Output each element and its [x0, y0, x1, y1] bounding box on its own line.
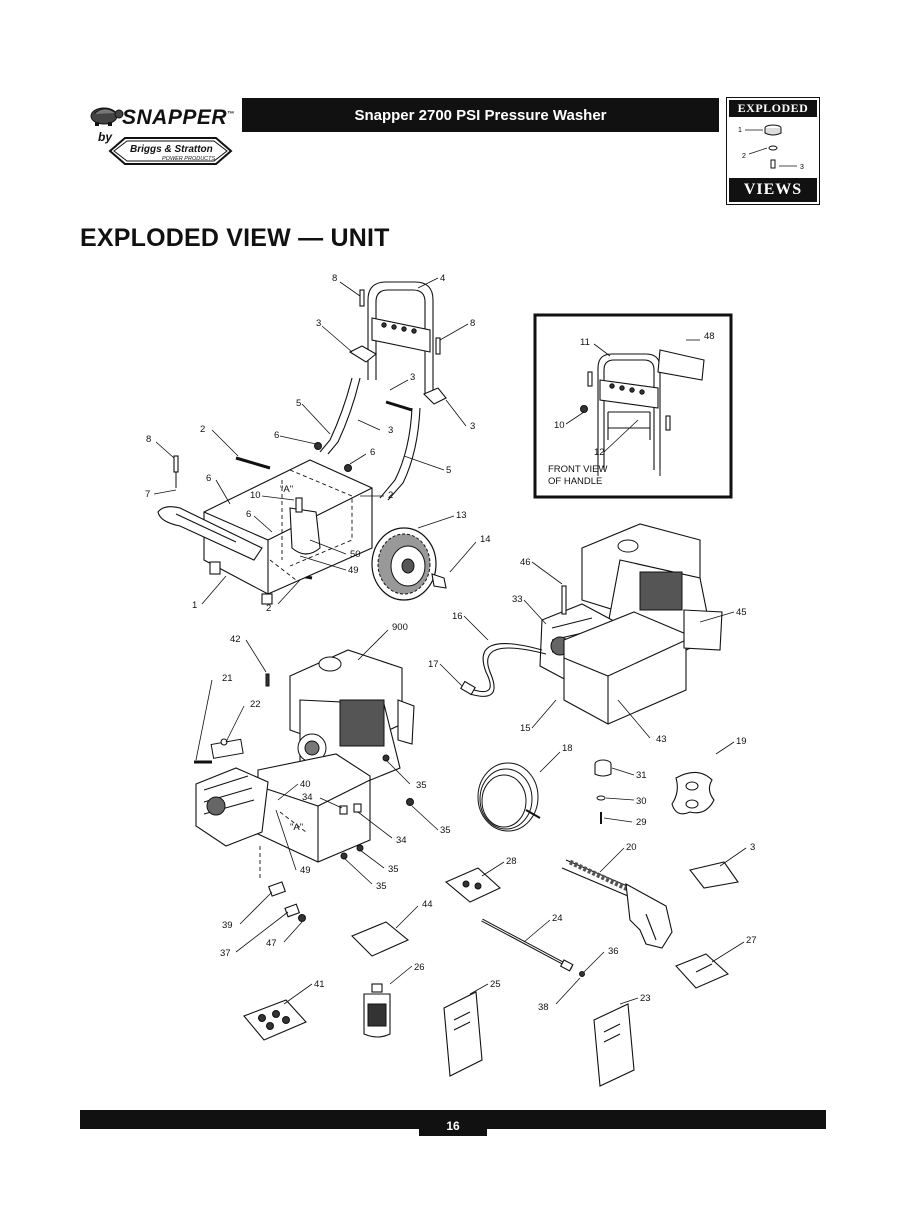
callout-37: 37: [220, 948, 231, 959]
callout-15: 15: [520, 723, 531, 734]
callout-35: 35: [416, 780, 427, 791]
callout-27: 27: [746, 935, 757, 946]
callout-11: 11: [580, 337, 590, 348]
brand-by: by: [98, 130, 113, 144]
engine-assembly-left: [194, 649, 415, 922]
callout-7: 7: [145, 489, 150, 500]
callout-34: 34: [302, 792, 313, 803]
callout-6: 6: [246, 509, 251, 520]
callout-18: 18: [562, 743, 573, 754]
callout-44: 44: [422, 899, 433, 910]
badge-callout-2: 2: [742, 153, 746, 160]
callout-47: 47: [266, 938, 277, 949]
callout-50: 50: [350, 549, 361, 560]
sub-brand-tagline: POWER PRODUCTS: [162, 156, 216, 162]
callout-19: 19: [736, 736, 747, 747]
page-number: 16: [419, 1110, 487, 1136]
document-title: Snapper 2700 PSI Pressure Washer: [242, 98, 719, 132]
callout-900: 900: [392, 622, 408, 633]
accessories: [243, 762, 739, 1087]
callout-10: 10: [554, 420, 565, 431]
callout-28: 28: [506, 856, 517, 867]
callout-23: 23: [640, 993, 651, 1004]
callout-6: 6: [206, 473, 211, 484]
callout-5: 5: [296, 398, 301, 409]
callout-14: 14: [480, 534, 491, 545]
callout-3: 3: [388, 425, 393, 436]
callout-17: 17: [428, 659, 439, 670]
callout-31: 31: [636, 770, 647, 781]
callout-40: 40: [300, 779, 311, 790]
callout-3: 3: [410, 372, 415, 383]
turtle-icon: [90, 107, 124, 126]
callout-3: 3: [470, 421, 475, 432]
page-heading: EXPLODED VIEW — UNIT: [80, 224, 390, 252]
inset-caption-line2: OF HANDLE: [548, 476, 602, 487]
callout-8: 8: [470, 318, 475, 329]
callout-35: 35: [376, 881, 387, 892]
callout-49: 49: [348, 565, 359, 576]
callout-1: 1: [192, 600, 197, 611]
badge-callout-1: 1: [738, 127, 742, 134]
callout-33: 33: [512, 594, 523, 605]
callout-42: 42: [230, 634, 241, 645]
callout-46: 46: [520, 557, 531, 568]
callout-a: "A": [290, 822, 303, 833]
callout-49: 49: [300, 865, 311, 876]
callout-21: 21: [222, 673, 233, 684]
callout-4: 4: [440, 273, 445, 284]
callout-12: 12: [594, 447, 605, 458]
snapper-logo: SNAPPER™ by Briggs & Stratton POWER PROD…: [88, 100, 238, 180]
badge-parts-illustration: 1 2 3: [738, 124, 804, 171]
callout-16: 16: [452, 611, 463, 622]
callout-48: 48: [704, 331, 715, 342]
badge-top-label: EXPLODED: [729, 100, 817, 117]
callout-39: 39: [222, 920, 233, 931]
callout-29: 29: [636, 817, 647, 828]
callout-3: 3: [316, 318, 321, 329]
sub-brand: Briggs & Stratton: [130, 144, 213, 155]
callout-35: 35: [388, 864, 399, 875]
callout-38: 38: [538, 1002, 549, 1013]
wheel: [371, 527, 447, 601]
callout-25: 25: [490, 979, 501, 990]
callout-labels: 8 4 3 8 3 5 3 3 2 6 6 5 8 7 6 10 "A" 2 1…: [145, 273, 757, 1013]
callout-5: 5: [446, 465, 451, 476]
callout-45: 45: [736, 607, 747, 618]
high-pressure-hose-16: [460, 643, 547, 697]
callout-2: 2: [388, 490, 393, 501]
exploded-views-badge: EXPLODED 1 2 3 VIEWS: [726, 97, 820, 205]
callout-24: 24: [552, 913, 563, 924]
inset-front-view: FRONT VIEW OF HANDLE: [533, 313, 733, 499]
callout-43: 43: [656, 734, 667, 745]
callout-13: 13: [456, 510, 467, 521]
callout-a: "A": [280, 484, 293, 495]
inset-caption-line1: FRONT VIEW: [548, 464, 607, 475]
callout-30: 30: [636, 796, 647, 807]
callout-36: 36: [608, 946, 619, 957]
handle-frame-assembly: [157, 281, 447, 605]
callout-3: 3: [750, 842, 755, 853]
badge-callout-3: 3: [800, 164, 804, 171]
callout-20: 20: [626, 842, 637, 853]
callout-10: 10: [250, 490, 261, 501]
callout-2: 2: [200, 424, 205, 435]
callout-2: 2: [266, 603, 271, 614]
callout-41: 41: [314, 979, 325, 990]
callout-8: 8: [146, 434, 151, 445]
engine-assembly-right: [539, 523, 723, 824]
callout-22: 22: [250, 699, 261, 710]
callout-26: 26: [414, 962, 425, 973]
badge-bottom-label: VIEWS: [729, 178, 817, 202]
brand-name: SNAPPER™: [122, 106, 235, 129]
callout-35: 35: [440, 825, 451, 836]
callout-34: 34: [396, 835, 407, 846]
callout-6: 6: [370, 447, 375, 458]
callout-8: 8: [332, 273, 337, 284]
briggs-diamond-icon: [108, 137, 233, 165]
callout-6: 6: [274, 430, 279, 441]
